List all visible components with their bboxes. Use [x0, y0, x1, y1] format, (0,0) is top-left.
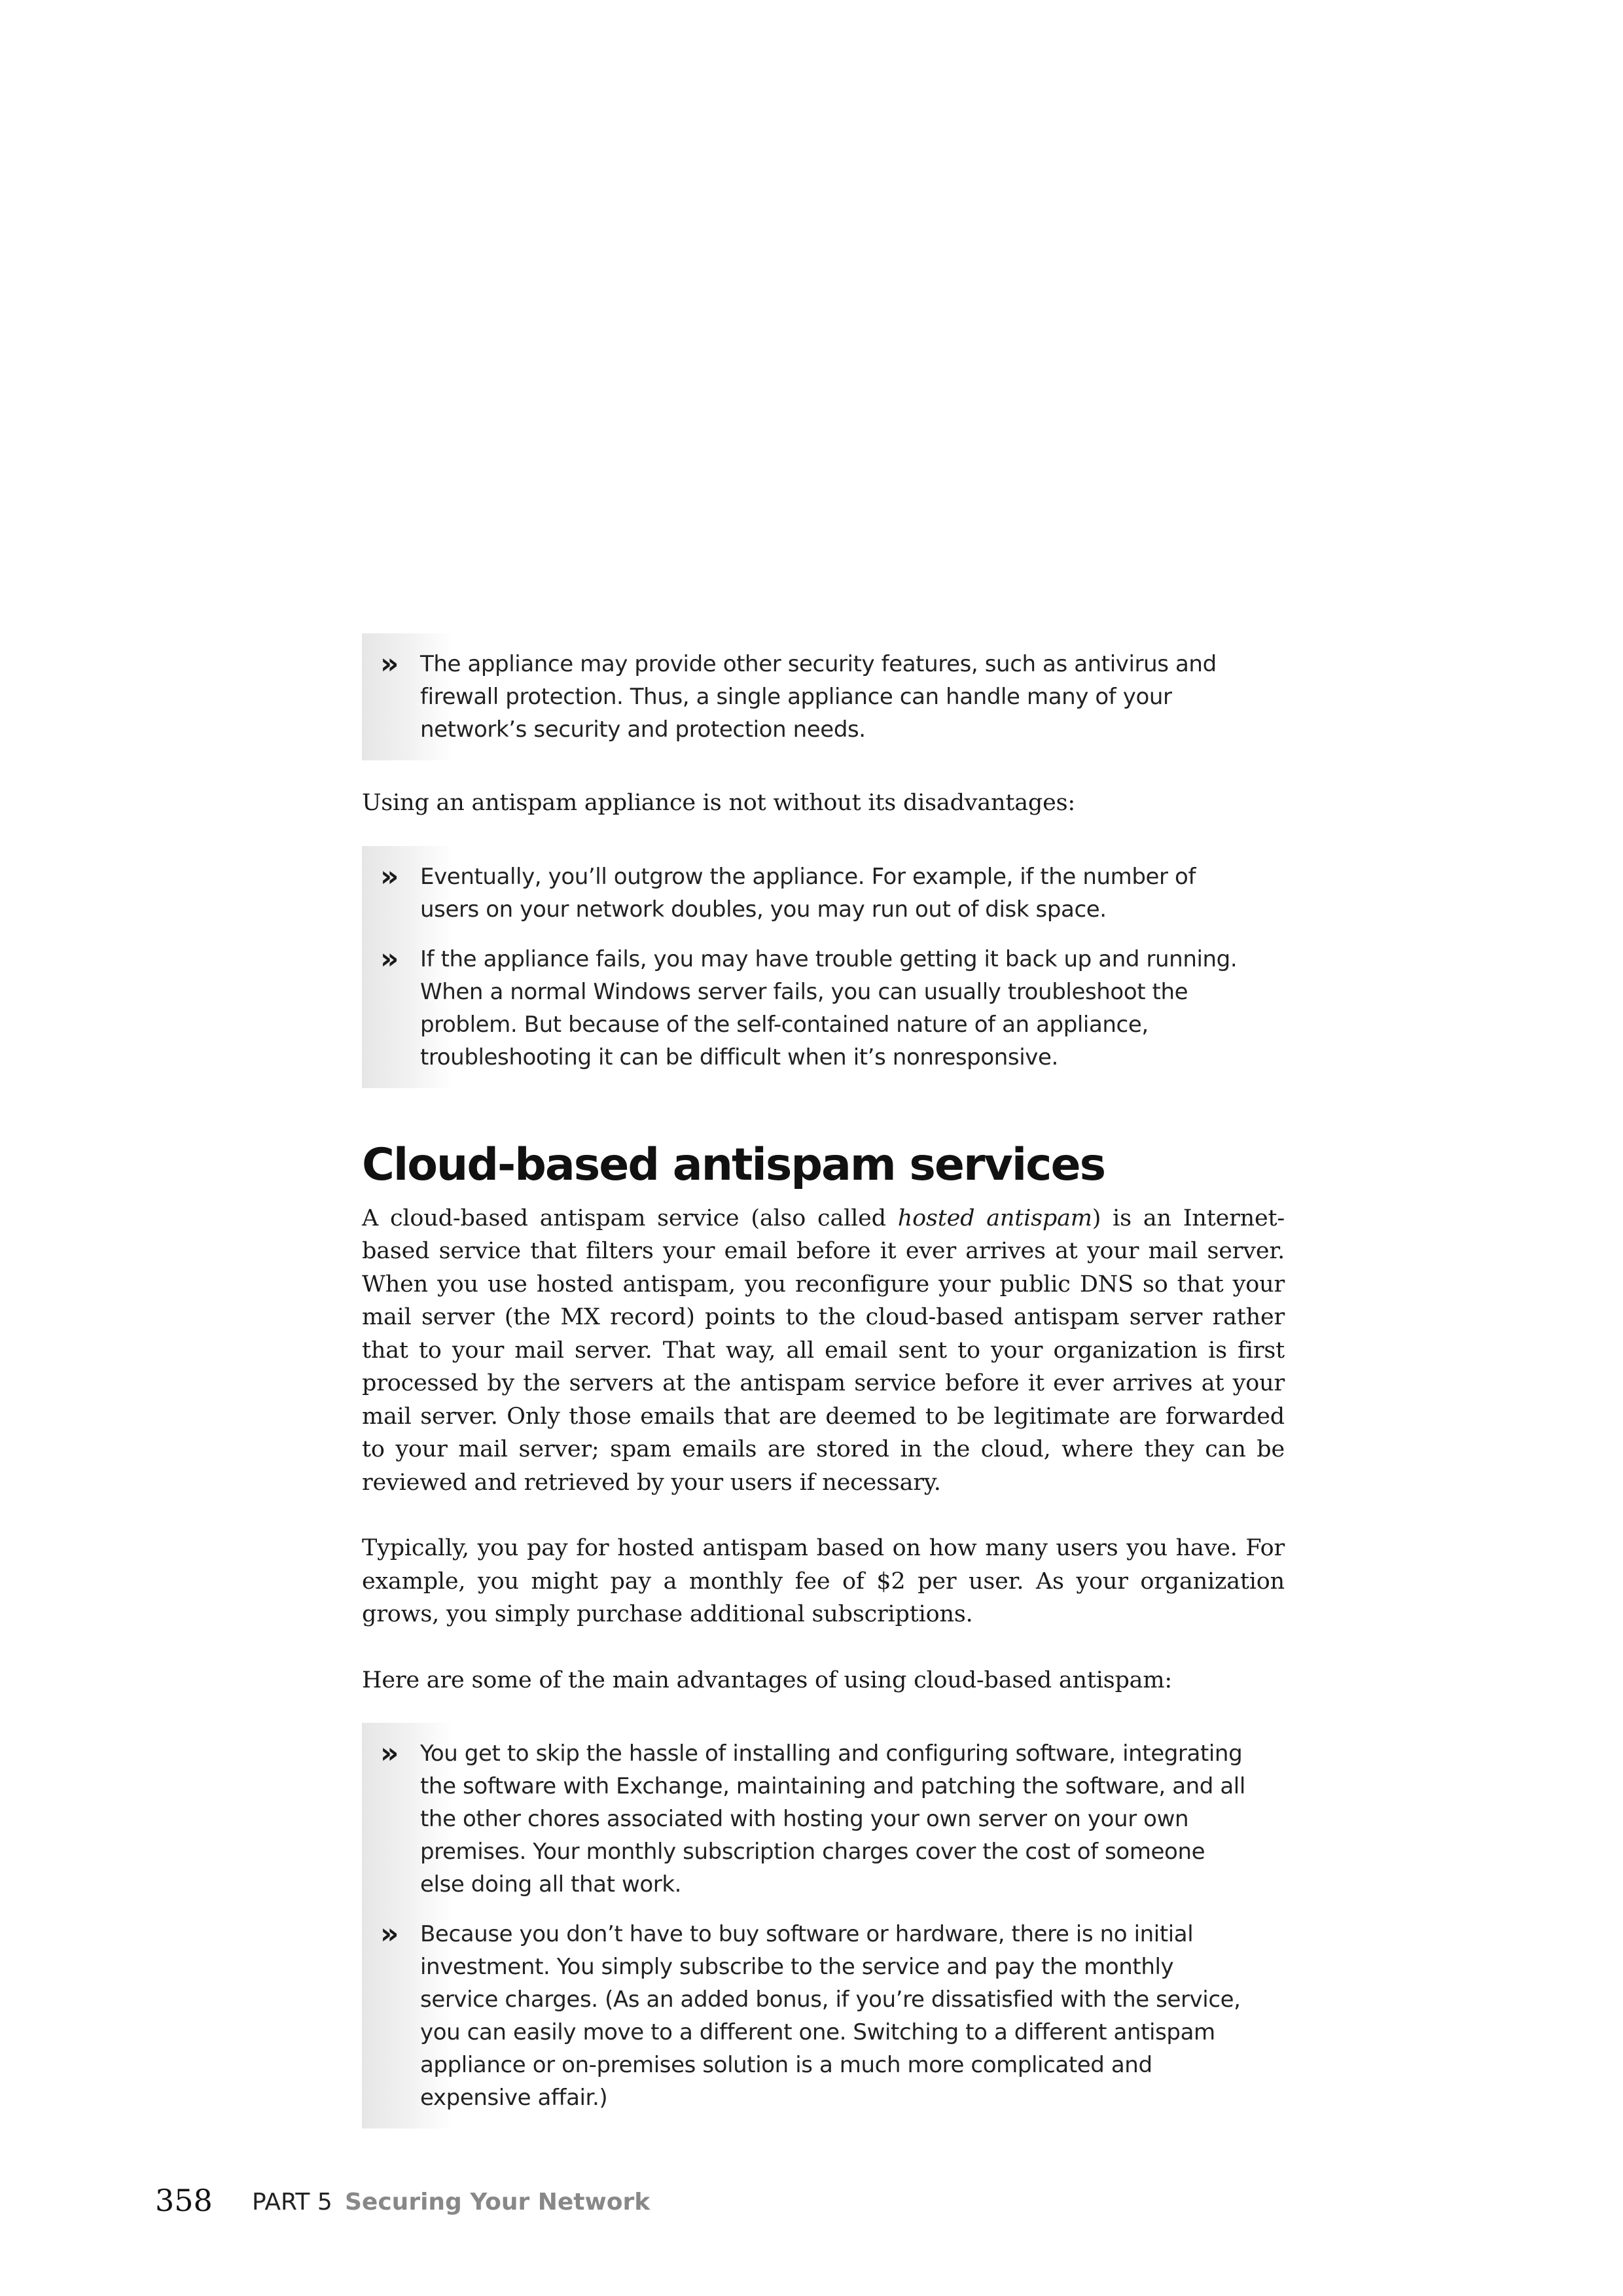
- bullet-list: » The appliance may provide other securi…: [362, 633, 1285, 760]
- bullet-marker-icon: »: [380, 942, 399, 976]
- section-heading: Cloud-based antispam services: [362, 1139, 1106, 1191]
- list-item-text: Eventually, you’ll outgrow the appliance…: [420, 863, 1196, 923]
- bullet-marker-icon: »: [380, 1737, 399, 1770]
- bullet-list: » Eventually, you’ll outgrow the applian…: [362, 845, 1285, 1088]
- paragraph: A cloud-based antispam service (also cal…: [362, 1202, 1285, 1500]
- list-item: » The appliance may provide other securi…: [362, 648, 1245, 746]
- list-item: » You get to skip the hassle of installi…: [362, 1737, 1245, 1901]
- list-item-text: Because you don’t have to buy software o…: [420, 1921, 1241, 2111]
- list-item: » Eventually, you’ll outgrow the applian…: [362, 860, 1245, 926]
- paragraph: Typically, you pay for hosted antispam b…: [362, 1535, 1285, 1627]
- emphasis-term: hosted antispam: [897, 1205, 1092, 1231]
- bullet-marker-icon: »: [380, 1917, 399, 1951]
- bullet-marker-icon: »: [380, 647, 399, 680]
- bullet-marker-icon: »: [380, 859, 399, 893]
- list-item: » Because you don’t have to buy software…: [362, 1918, 1245, 2114]
- list-item-text: You get to skip the hassle of installing…: [420, 1740, 1245, 1898]
- paragraph: Using an antispam appliance is not witho…: [362, 790, 1075, 816]
- paragraph-text: A cloud-based antispam service (also cal…: [362, 1205, 898, 1231]
- paragraph-text: ) is an Internet-based service that filt…: [362, 1205, 1285, 1496]
- list-item-text: If the appliance fails, you may have tro…: [420, 945, 1238, 1070]
- bullet-list: » You get to skip the hassle of installi…: [362, 1723, 1285, 2128]
- page-number: 358: [155, 2183, 213, 2218]
- running-section-title: Securing Your Network: [345, 2189, 651, 2216]
- list-item-text: The appliance may provide other security…: [420, 651, 1217, 743]
- list-item: » If the appliance fails, you may have t…: [362, 942, 1245, 1074]
- part-label: PART 5: [252, 2189, 332, 2216]
- page-content: » The appliance may provide other securi…: [362, 633, 1285, 2128]
- paragraph: Here are some of the main advantages of …: [362, 1667, 1172, 1693]
